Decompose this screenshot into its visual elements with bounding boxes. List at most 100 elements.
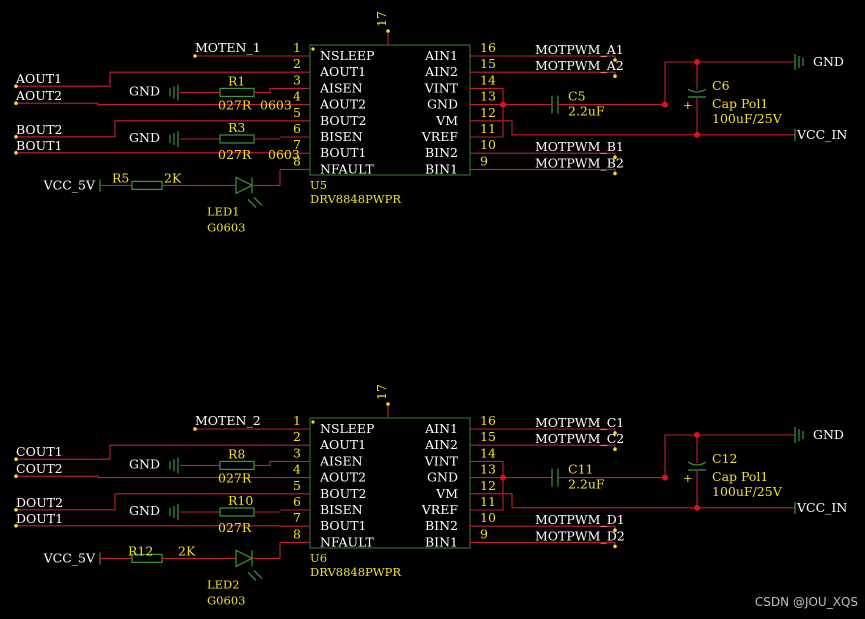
pwm-net-label: MOTPWM_D1 — [535, 512, 625, 527]
out-net-label: COUT2 — [16, 461, 63, 476]
right-pin-number: 9 — [480, 526, 488, 541]
wire — [16, 475, 280, 479]
net-endpoint — [613, 74, 617, 78]
wire — [252, 169, 281, 186]
led-arrow-icon — [247, 571, 257, 581]
left-pin-name: NFAULT — [320, 534, 374, 549]
left-pin-name: NFAULT — [320, 161, 374, 176]
resistor-value: 027R — [218, 520, 252, 535]
gnd-label: GND — [129, 456, 160, 471]
led-arrow-icon — [253, 569, 263, 579]
wire — [16, 71, 280, 87]
pin1-marker-icon — [311, 47, 315, 51]
junction-dot — [694, 504, 700, 511]
right-pin-name: BIN2 — [425, 518, 458, 533]
out-net-label: AOUT1 — [15, 71, 62, 86]
wire — [16, 102, 280, 106]
left-pin-number: 6 — [293, 121, 301, 136]
driver-block-1: 171NSLEEP2AOUT13AISEN4AOUT25BOUT26BISEN7… — [14, 11, 847, 234]
pin1-marker-icon — [311, 420, 315, 424]
left-pin-name: BISEN — [320, 129, 363, 144]
chip-part: DRV8848PWPR — [310, 565, 401, 579]
left-pin-name: AOUT1 — [319, 64, 366, 79]
chip-part: DRV8848PWPR — [310, 192, 401, 206]
net-endpoint — [613, 528, 617, 532]
left-pin-number: 5 — [293, 478, 301, 493]
left-pin-name: AOUT2 — [319, 97, 366, 112]
right-pin-name: AIN2 — [424, 437, 458, 452]
resistor-icon — [219, 134, 255, 144]
capacitor-plus-icon: + — [683, 98, 693, 112]
resistor-ref: R12 — [128, 543, 153, 558]
junction-dot — [694, 131, 700, 138]
net-endpoint — [14, 508, 18, 512]
left-pin-name: BOUT2 — [320, 113, 367, 128]
capacitor-value: 100uF/25V — [712, 484, 783, 499]
right-pin-name: AIN1 — [424, 48, 458, 63]
led-arrow-icon — [253, 196, 263, 206]
led-icon — [235, 549, 254, 568]
left-pin-number: 6 — [293, 494, 301, 509]
right-pin-name: GND — [427, 97, 458, 112]
resistor-value: 027R — [218, 470, 252, 485]
wire — [16, 493, 280, 511]
wire — [252, 542, 281, 559]
resistor-package: 0603 — [260, 97, 292, 112]
led-arrow-icon — [247, 198, 257, 208]
wire — [500, 152, 616, 157]
left-pin-name: NSLEEP — [320, 421, 374, 436]
led-package: G0603 — [207, 593, 245, 607]
wire — [500, 168, 616, 173]
led-ref: LED1 — [207, 204, 240, 218]
resistor-ref: R1 — [228, 73, 245, 88]
left-pin-number: 5 — [293, 105, 301, 120]
right-pin-number: 13 — [480, 89, 496, 104]
left-pin-number: 8 — [293, 153, 301, 168]
polarized-capacitor-icon — [687, 461, 707, 466]
right-pin-name: VINT — [424, 80, 459, 95]
right-pin-name: AIN2 — [424, 64, 458, 79]
gnd-label: GND — [129, 130, 160, 145]
right-pin-number: 16 — [480, 413, 496, 428]
wire — [500, 87, 504, 105]
wire — [254, 460, 280, 466]
capacitor-plus-icon: + — [683, 471, 693, 485]
left-pin-number: 1 — [293, 40, 301, 55]
pwm-net-label: MOTPWM_B2 — [535, 155, 624, 170]
capacitor-value: 100uF/25V — [712, 111, 783, 126]
wire — [500, 428, 616, 432]
right-pin-number: 13 — [480, 462, 496, 477]
pwm-net-label: MOTPWM_D2 — [535, 528, 625, 543]
capacitor-ref: C6 — [712, 78, 730, 93]
out-net-label: AOUT2 — [15, 88, 62, 103]
right-pin-number: 11 — [480, 121, 496, 136]
net-endpoint — [14, 84, 18, 88]
gnd-label: GND — [129, 83, 160, 98]
resistor-ref: R10 — [228, 493, 253, 508]
wire — [500, 71, 616, 76]
resistor-value: 027R — [218, 97, 252, 112]
net-endpoint — [613, 171, 617, 176]
ic-body — [309, 417, 471, 549]
chip-ref: U5 — [310, 178, 327, 192]
resistor-value: 2K — [178, 543, 196, 558]
resistor-value: 027R — [218, 147, 252, 162]
net-endpoint — [613, 544, 617, 549]
right-pin-name: VREF — [421, 129, 459, 144]
right-pin-number: 12 — [480, 105, 496, 120]
resistor-icon — [219, 87, 255, 98]
wire — [16, 120, 280, 138]
left-pin-number: 1 — [293, 413, 301, 428]
wire — [500, 525, 616, 530]
left-pin-number: 2 — [293, 429, 301, 444]
right-pin-name: VREF — [421, 502, 459, 517]
left-pin-number: 7 — [293, 137, 301, 152]
out-net-label: BOUT1 — [16, 138, 63, 153]
chip-ref: U6 — [310, 551, 327, 565]
wire — [500, 444, 616, 449]
left-pin-name: BOUT1 — [320, 145, 367, 160]
pwm-net-label: MOTPWM_C1 — [535, 415, 624, 430]
right-pin-number: 12 — [480, 478, 496, 493]
capacitor-type: Cap Pol1 — [712, 96, 768, 111]
